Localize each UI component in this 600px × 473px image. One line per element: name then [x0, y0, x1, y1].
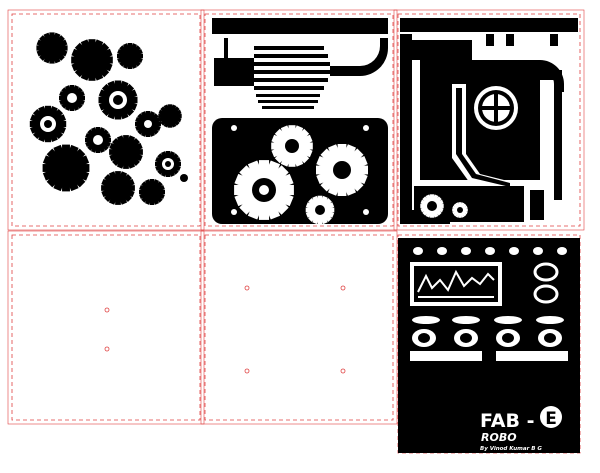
credit-subtitle: ROBO: [481, 431, 517, 444]
panel-outline-3: [397, 13, 581, 227]
pipework-icon: [400, 18, 578, 224]
gear-cluster-icon: [29, 32, 188, 205]
hole-p5-tr: [340, 285, 346, 291]
panel-outline-4: [11, 234, 201, 421]
hole-p5-tl: [244, 285, 250, 291]
credit-title: FAB -: [480, 410, 535, 432]
hole-p4-top: [104, 307, 110, 313]
credit-badge-circle: [540, 406, 562, 428]
hole-p4-bottom: [104, 346, 110, 352]
credit-author: By Vinod Kumar B G: [480, 446, 542, 452]
mount-holes: [104, 285, 346, 374]
gearbox-icon: [212, 18, 388, 225]
panel-outline-2: [204, 13, 394, 227]
control-panel-icon: FAB - E ROBO By Vinod Kumar B G: [398, 238, 580, 453]
credit-badge: E: [545, 409, 557, 429]
panel-outline-5: [204, 234, 394, 421]
panel-outline-1: [11, 13, 201, 227]
hole-p5-br: [340, 368, 346, 374]
hole-p5-bl: [244, 368, 250, 374]
